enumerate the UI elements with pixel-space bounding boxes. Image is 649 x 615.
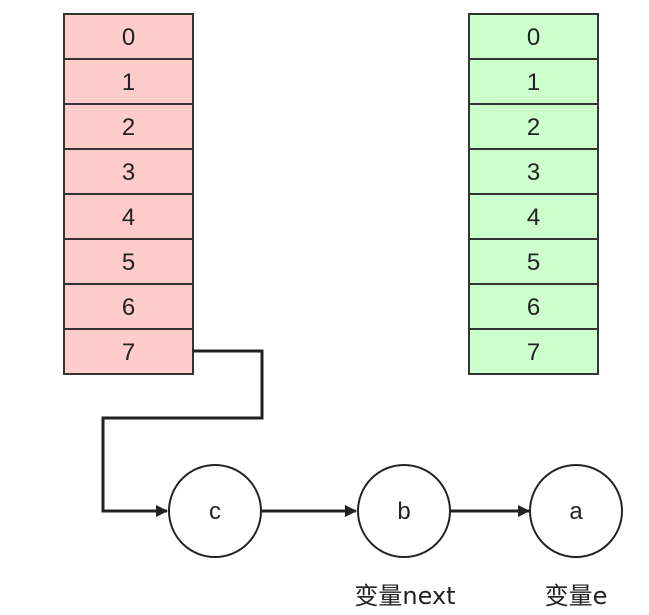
list-node-c-label: c bbox=[209, 498, 221, 525]
list-node-a-label: a bbox=[569, 498, 583, 525]
old-table-index-6: 6 bbox=[122, 294, 135, 321]
old-table-cell-1: 1 bbox=[63, 58, 194, 105]
new-table-index-0: 0 bbox=[527, 24, 540, 51]
new-table-cell-5: 5 bbox=[468, 238, 599, 285]
new-table-index-6: 6 bbox=[527, 294, 540, 321]
old-table-cell-3: 3 bbox=[63, 148, 194, 195]
old-table-cell-5: 5 bbox=[63, 238, 194, 285]
new-table-cell-3: 3 bbox=[468, 148, 599, 195]
old-table-cell-7: 7 bbox=[63, 328, 194, 375]
new-table-cell-0: 0 bbox=[468, 13, 599, 60]
new-table-cell-2: 2 bbox=[468, 103, 599, 150]
old-table-cell-2: 2 bbox=[63, 103, 194, 150]
old-table-index-1: 1 bbox=[122, 69, 135, 96]
list-node-b: b bbox=[357, 464, 451, 558]
list-node-c: c bbox=[168, 464, 262, 558]
caption-e-variable: 变量e bbox=[545, 582, 608, 610]
new-table-index-3: 3 bbox=[527, 159, 540, 186]
new-table-index-2: 2 bbox=[527, 114, 540, 141]
caption-next-variable: 变量next bbox=[354, 582, 455, 610]
old-table-index-7: 7 bbox=[122, 339, 135, 366]
new-table-cell-7: 7 bbox=[468, 328, 599, 375]
bucket-to-list-arrow bbox=[101, 349, 264, 517]
new-bucket-table: 0 1 2 3 4 5 6 7 bbox=[468, 13, 599, 375]
old-table-index-2: 2 bbox=[122, 114, 135, 141]
new-table-cell-4: 4 bbox=[468, 193, 599, 240]
list-node-b-label: b bbox=[397, 498, 410, 525]
new-table-index-1: 1 bbox=[527, 69, 540, 96]
old-bucket-table: 0 1 2 3 4 5 6 7 bbox=[63, 13, 194, 375]
new-table-index-5: 5 bbox=[527, 249, 540, 276]
new-table-index-7: 7 bbox=[527, 339, 540, 366]
old-table-index-4: 4 bbox=[122, 204, 135, 231]
old-table-index-3: 3 bbox=[122, 159, 135, 186]
new-table-cell-6: 6 bbox=[468, 283, 599, 330]
new-table-cell-1: 1 bbox=[468, 58, 599, 105]
new-table-index-4: 4 bbox=[527, 204, 540, 231]
old-table-index-0: 0 bbox=[122, 24, 135, 51]
list-node-a: a bbox=[529, 464, 623, 558]
old-table-cell-0: 0 bbox=[63, 13, 194, 60]
old-table-cell-4: 4 bbox=[63, 193, 194, 240]
old-table-index-5: 5 bbox=[122, 249, 135, 276]
old-table-cell-6: 6 bbox=[63, 283, 194, 330]
